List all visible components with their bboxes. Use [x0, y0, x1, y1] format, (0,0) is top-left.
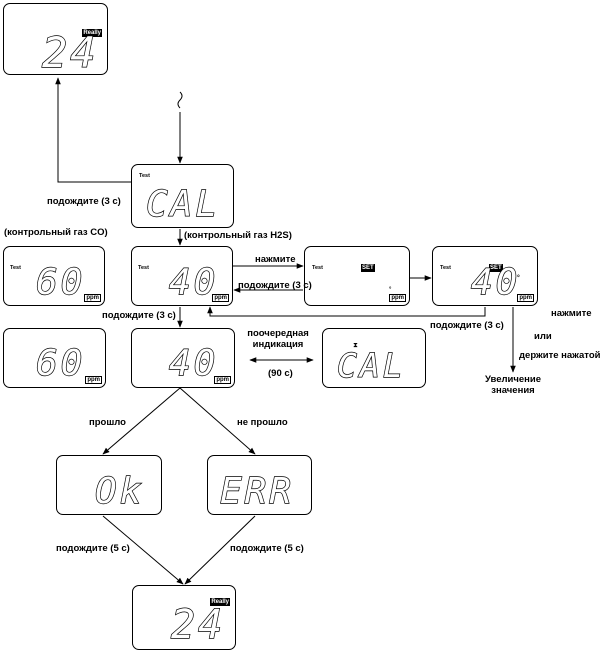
label-co-gas: (контрольный газ CO): [4, 227, 108, 238]
settings-icon: °: [389, 287, 392, 293]
lcd-mode: Test: [440, 265, 451, 271]
lcd-value: 40: [168, 343, 219, 384]
hourglass-icon: ⧗: [353, 342, 358, 349]
lcd-badge: Really: [82, 29, 102, 37]
lcd-mode: Test: [139, 173, 150, 179]
lcd-display-set-value: Test SET 40 ° ppm: [432, 246, 538, 306]
lcd-value: CAL: [145, 184, 221, 225]
lcd-unit: ppm: [212, 294, 229, 302]
lcd-display-co-result: 60 ppm: [3, 328, 106, 388]
lcd-display-h2s-result: 40 ppm: [131, 328, 235, 388]
label-wait-top: подождите (3 с): [47, 196, 121, 207]
lcd-display-co-test: Test 60 ppm: [3, 246, 105, 306]
lcd-value: 24: [170, 602, 226, 648]
lcd-display-set: Test SET ° ppm: [304, 246, 410, 306]
arrow-ok-to-bottom: [102, 515, 184, 585]
lcd-unit: ppm: [85, 376, 102, 384]
label-wait-left: подождите (3 с): [102, 310, 176, 321]
lcd-value: 40: [470, 262, 521, 303]
lcd-mode: Test: [138, 265, 149, 271]
label-wait5-left: подождите (5 с): [56, 543, 130, 554]
label-failed: не прошло: [237, 417, 288, 428]
label-wait-back: подождите (3 с): [238, 280, 312, 291]
label-press-2: нажмите: [551, 308, 592, 319]
lcd-badge: SET: [489, 264, 503, 272]
arrow-err-to-bottom: [184, 515, 256, 585]
label-wait-right: подождите (3 с): [430, 320, 504, 331]
lcd-badge: SET: [361, 264, 375, 272]
lcd-value: Ok: [94, 471, 145, 512]
lcd-display-h2s-test: Test 40 ppm: [131, 246, 233, 306]
lcd-value: 60: [35, 262, 86, 303]
label-or: или: [534, 331, 552, 342]
settings-icon: °: [517, 275, 520, 282]
arrow-cal-to-top: [55, 77, 131, 183]
label-h2s-gas: (контрольный газ H2S): [184, 230, 292, 241]
label-hold: держите нажатой: [519, 350, 601, 361]
label-increase: Увеличение значения: [484, 374, 542, 397]
lcd-value: 24: [41, 28, 99, 77]
lcd-value: ERR: [219, 471, 295, 512]
label-passed: прошло: [89, 417, 126, 428]
lcd-display-cal: Test CAL: [131, 164, 234, 228]
lcd-value: CAL: [336, 346, 406, 385]
lcd-mode: Test: [10, 265, 21, 271]
arrow-set2-return: [207, 306, 486, 317]
arrow-to-ok: [102, 387, 181, 455]
lcd-unit: ppm: [517, 294, 534, 302]
label-duration: (90 с): [268, 368, 293, 379]
lcd-display-cal-alternating: ⧗ CAL: [322, 328, 426, 388]
lcd-display-top: Really 24: [3, 3, 108, 75]
arrow-to-err: [179, 387, 256, 455]
lcd-display-ok: Ok: [56, 455, 162, 515]
lcd-value: 40: [168, 262, 219, 303]
lcd-display-bottom: Really 24: [132, 585, 236, 650]
lcd-unit: ppm: [214, 376, 231, 384]
lcd-unit: ppm: [389, 294, 406, 302]
lcd-unit: ppm: [84, 294, 101, 302]
lcd-value: 60: [35, 343, 86, 384]
lcd-display-err: ERR: [207, 455, 312, 515]
label-press-1: нажмите: [255, 254, 296, 265]
lcd-badge: Really: [210, 598, 230, 606]
label-wait5-right: подождите (5 с): [230, 543, 304, 554]
label-alternating: поочередная индикация: [247, 328, 309, 351]
lcd-mode: Test: [312, 265, 323, 271]
gas-symbol: [177, 91, 183, 109]
